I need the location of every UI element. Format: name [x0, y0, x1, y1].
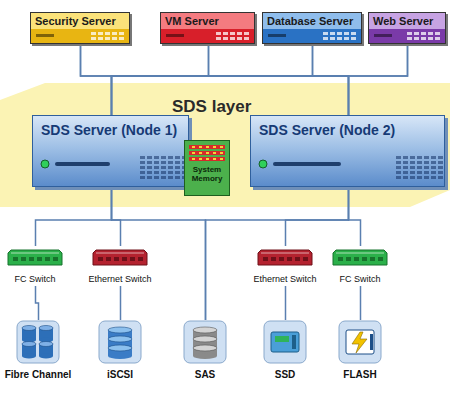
node-label: Fibre Channel [5, 369, 72, 380]
storage-icon [16, 320, 60, 364]
node-label: SAS [195, 369, 216, 380]
node-label: Security Server [31, 13, 129, 29]
storage-icon [98, 320, 142, 364]
fc-switch: FC Switch [330, 246, 390, 286]
connector-line [285, 286, 287, 320]
ethernet-switch: Ethernet Switch [251, 246, 319, 286]
fc-switch: FC Switch [5, 246, 65, 286]
node-label: SDS Server (Node 1) [33, 116, 183, 138]
connector-line [112, 187, 121, 246]
node-label: System Memory [186, 165, 228, 183]
iscsi-storage: iSCSI [92, 320, 148, 382]
vm-server: VM Server [160, 12, 255, 44]
web-server: Web Server [368, 12, 446, 44]
node-label: VM Server [161, 13, 254, 29]
node-label: iSCSI [107, 369, 133, 380]
node-label: Ethernet Switch [88, 274, 151, 284]
connector-line [36, 286, 39, 320]
connector-line [286, 187, 349, 246]
connector-line [313, 44, 349, 115]
node-label: SDS Server (Node 2) [251, 116, 401, 138]
sds-server: SDS Server (Node 1) [32, 115, 189, 187]
fibre-channel-storage: Fibre Channel [3, 320, 74, 382]
security-server: Security Server [30, 12, 130, 44]
ethernet-switch: Ethernet Switch [86, 246, 154, 286]
connector-line [112, 44, 408, 115]
connector-line [349, 44, 408, 115]
connector-line [120, 286, 122, 320]
node-label: Ethernet Switch [253, 274, 316, 284]
connector-line [81, 44, 112, 115]
node-label: SSD [275, 369, 296, 380]
flash-storage: FLASH [337, 320, 383, 382]
system-memory: System Memory [184, 140, 230, 196]
node-label: SDS layer [172, 97, 251, 117]
connector-line [349, 187, 361, 246]
connector-line [360, 286, 362, 320]
storage-icon [183, 320, 227, 364]
node-label: Web Server [369, 13, 445, 29]
sds-server: SDS Server (Node 2) [250, 115, 445, 187]
switch-icon [332, 246, 388, 268]
connector-line [206, 187, 349, 320]
connector-line [36, 187, 112, 246]
switch-icon [7, 246, 63, 268]
switch-icon [92, 246, 148, 268]
sas-storage: SAS [182, 320, 228, 382]
storage-icon [338, 320, 382, 364]
node-label: FLASH [343, 369, 376, 380]
memory-modules [185, 141, 231, 165]
node-label: Database Server [263, 13, 361, 29]
switch-icon [257, 246, 313, 268]
ssd-storage: SSD [262, 320, 308, 382]
sds-layer: SDS layerSDS Server (Node 1) System Memor… [0, 83, 450, 207]
sds-layer-band [0, 83, 450, 207]
node-label: FC Switch [339, 274, 380, 284]
node-label: FC Switch [14, 274, 55, 284]
storage-icon [263, 320, 307, 364]
database-server: Database Server [262, 12, 362, 44]
